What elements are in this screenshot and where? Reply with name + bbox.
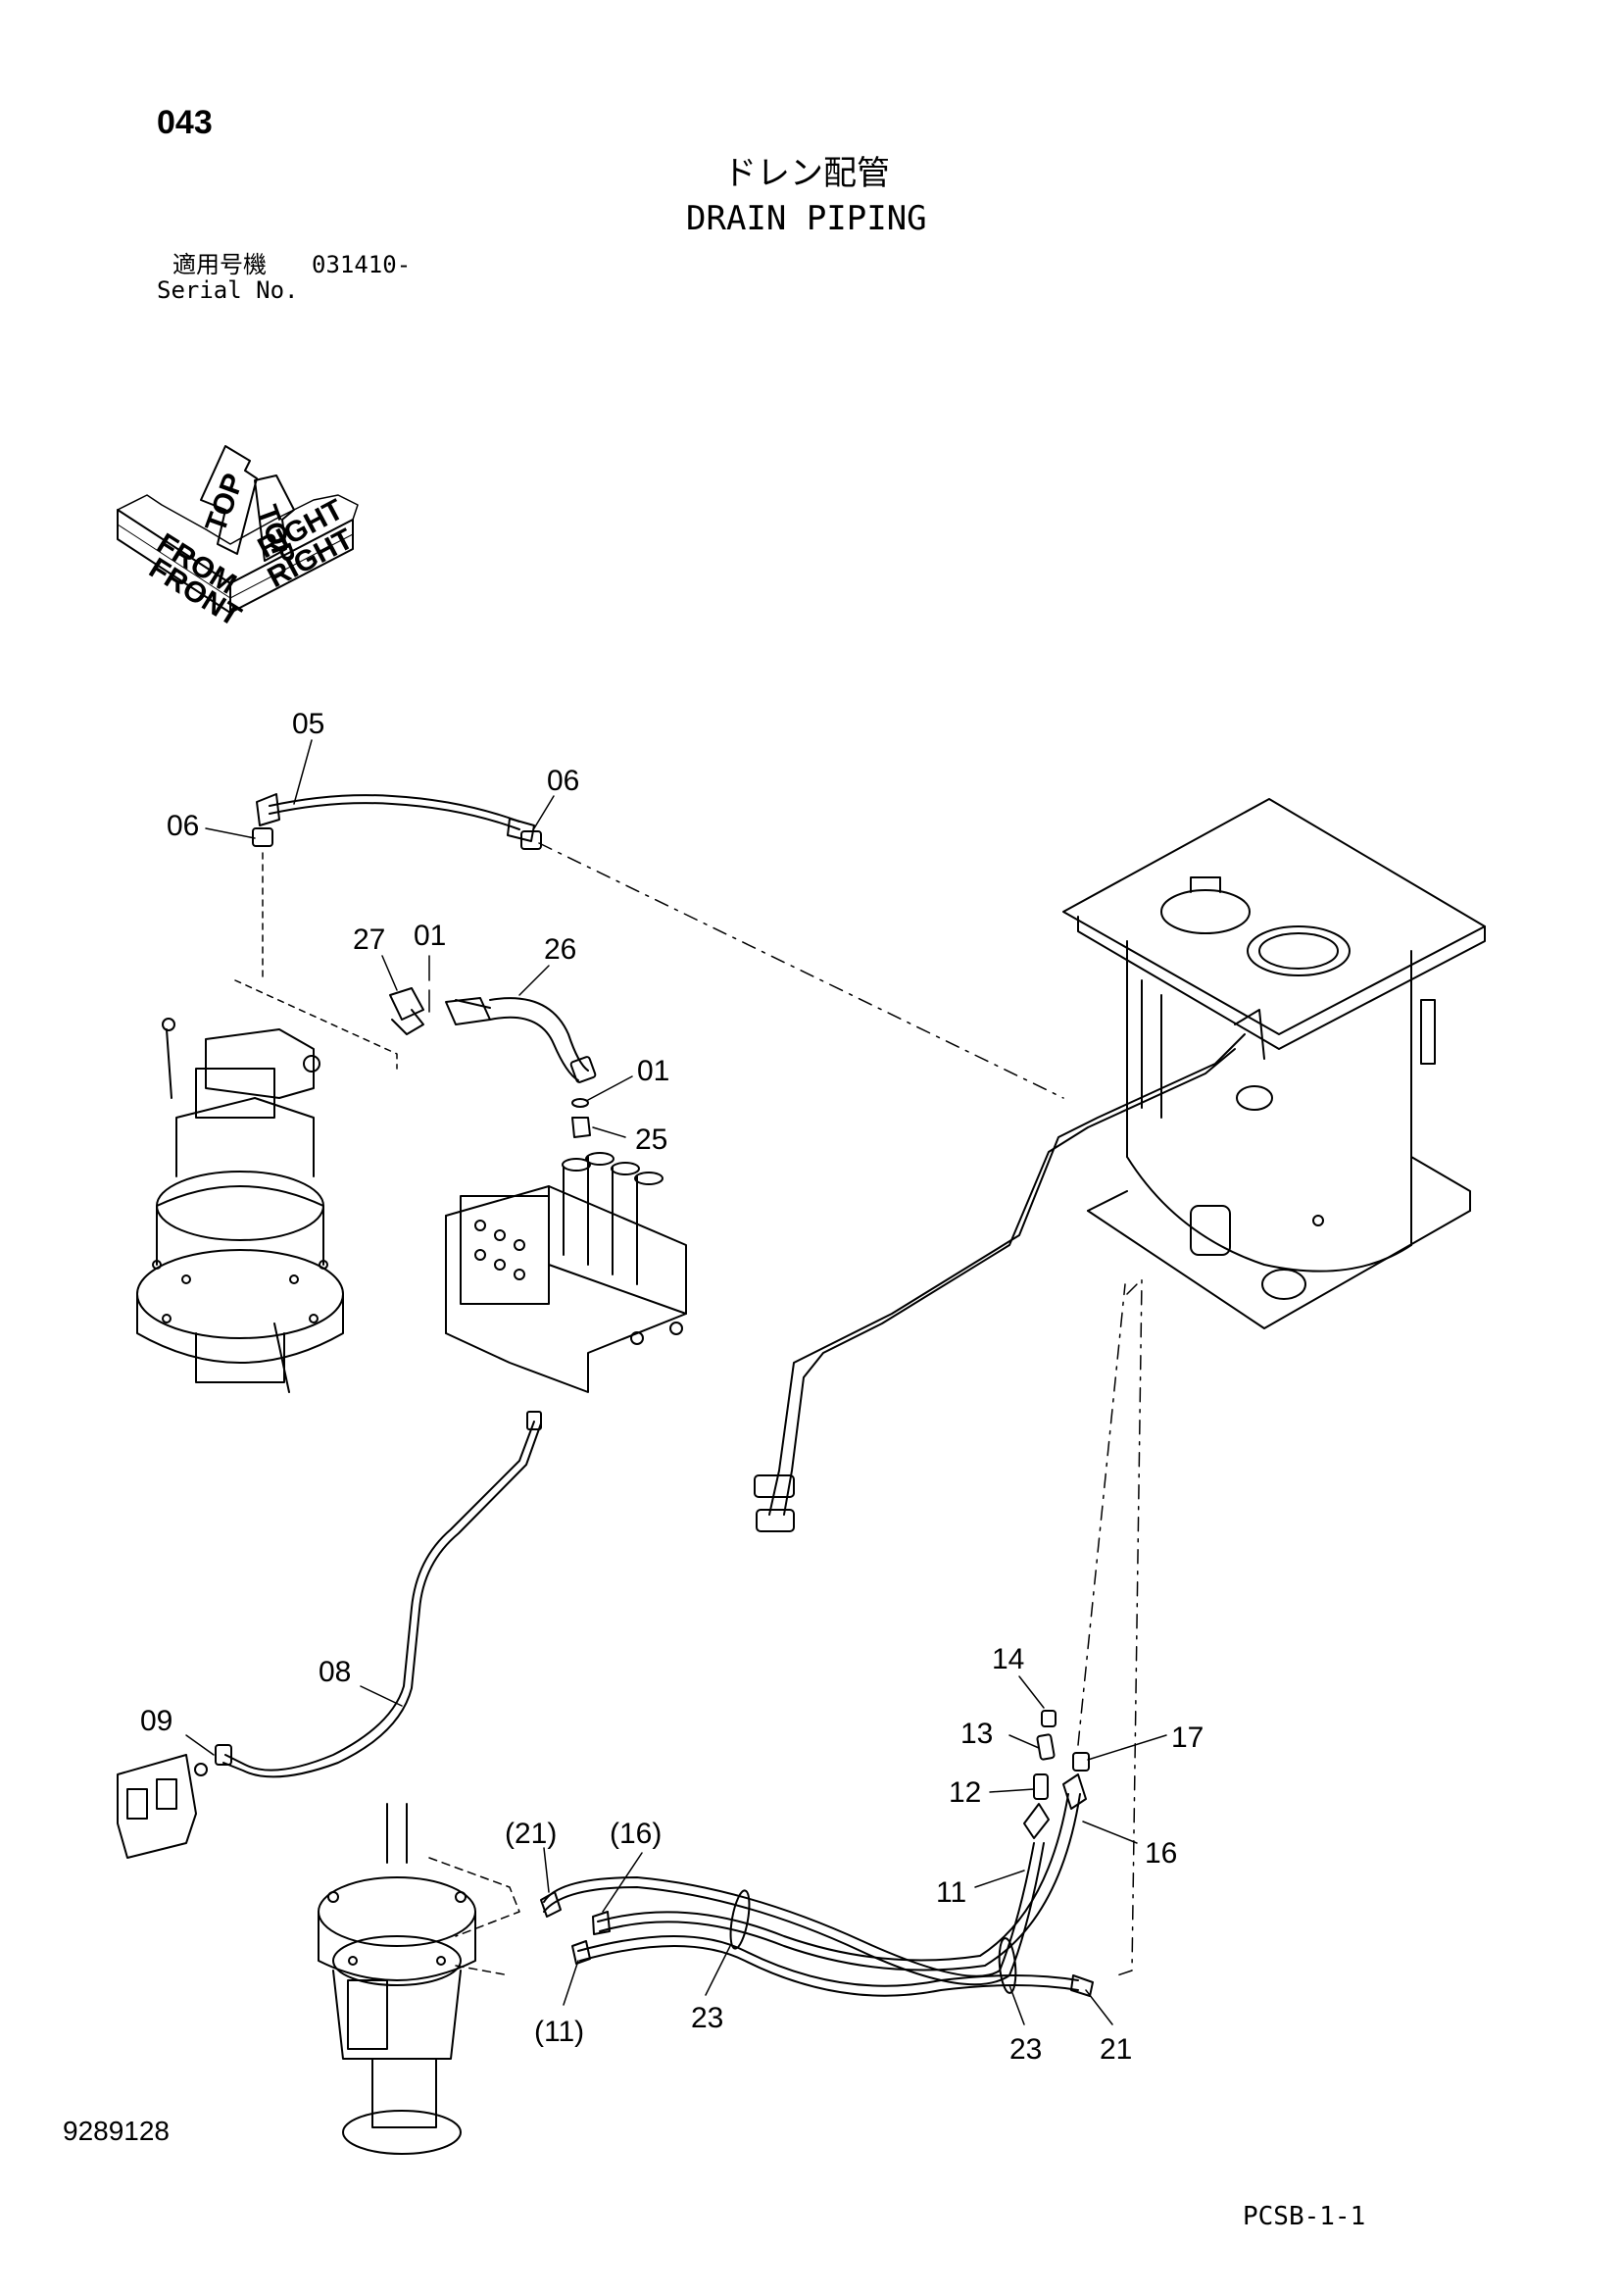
- hose-26-assembly: [234, 979, 597, 1138]
- control-valve: [445, 1152, 687, 1393]
- hose-08-assembly: [117, 1411, 542, 1859]
- callout-17: 17: [1171, 1722, 1204, 1754]
- callout-06-right: 06: [547, 765, 579, 797]
- title-jp: ドレン配管: [723, 154, 890, 193]
- callout-06-left: 06: [167, 810, 199, 842]
- drawing-number: 9289128: [63, 2116, 171, 2146]
- lower-hose-assembly: [540, 1278, 1143, 1997]
- callout-11: 11: [936, 1876, 966, 1909]
- callout-16-paren: (16): [610, 1818, 662, 1850]
- callout-05: 05: [292, 708, 324, 740]
- tank-return-pipe: [754, 1033, 1246, 1532]
- callout-23-right: 23: [1009, 2033, 1042, 2066]
- callout-01-top: 01: [414, 920, 446, 952]
- callout-27: 27: [353, 923, 385, 956]
- callout-01-mid: 01: [637, 1055, 669, 1087]
- serial-label-en: Serial No.: [157, 276, 299, 304]
- callout-21: 21: [1100, 2033, 1132, 2066]
- callout-12: 12: [949, 1776, 981, 1809]
- callout-09: 09: [140, 1705, 172, 1737]
- callout-16: 16: [1145, 1837, 1177, 1870]
- callout-13: 13: [960, 1718, 993, 1750]
- page-code: 043: [157, 104, 213, 141]
- leader-lines: [185, 739, 1167, 2025]
- callouts: 05 06 06 27 01 26 01 25 08 09 14 13 17 1…: [140, 708, 1204, 2066]
- callout-25: 25: [635, 1123, 667, 1156]
- serial-label-jp: 適用号機: [172, 251, 267, 278]
- hydraulic-tank: [1062, 798, 1486, 1329]
- swing-motor: [136, 1018, 344, 1393]
- callout-08: 08: [319, 1656, 351, 1688]
- orient-top-label-left: TOP: [200, 470, 251, 537]
- callout-11-paren: (11): [534, 2016, 584, 2048]
- sheet-code: PCSB-1-1: [1243, 2202, 1366, 2231]
- center-joint: [318, 1803, 520, 2155]
- orientation-indicator: FROM FRONT TOP TOP RIGHT RIGHT: [117, 445, 359, 633]
- hose-05-assembly: [252, 793, 1064, 1099]
- callout-23-left: 23: [691, 2002, 723, 2034]
- callout-26: 26: [544, 933, 576, 966]
- title-en: DRAIN PIPING: [686, 199, 927, 238]
- callout-14: 14: [992, 1643, 1024, 1675]
- serial-value: 031410-: [312, 251, 412, 278]
- callout-21-paren: (21): [505, 1818, 557, 1850]
